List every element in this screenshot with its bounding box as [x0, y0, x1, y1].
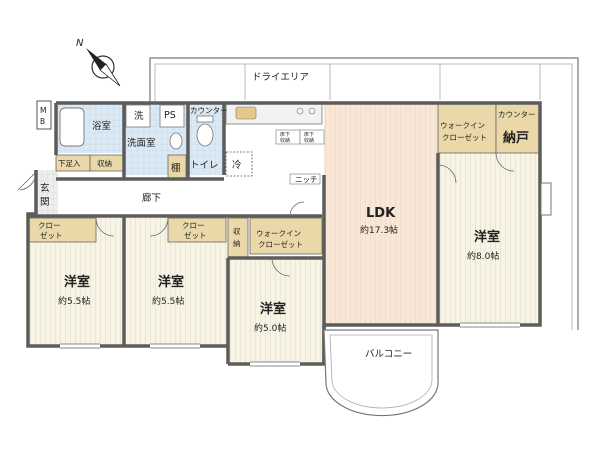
floor-storage-2-label-b: 収納: [304, 137, 314, 144]
refrigerator-label: 冷: [232, 159, 242, 171]
genkan-label-2: 関: [40, 197, 50, 208]
refrigerator-space: [225, 151, 253, 177]
walk-in-closet-1: [437, 102, 497, 154]
closet-1-label-a: クロー: [38, 221, 61, 230]
western-8-label: 洋室: [474, 229, 500, 245]
western-55a-size: 約5.5帖: [58, 295, 90, 307]
genkan-label-1: 玄: [40, 182, 50, 194]
toilet-tank: [196, 115, 214, 123]
shelf-label: 棚: [171, 162, 181, 174]
ldk-floor: [324, 103, 438, 325]
balcony: バルコニー: [323, 329, 439, 417]
shoe-storage-label: 下足入: [58, 159, 81, 168]
meter-box: M B: [36, 100, 52, 130]
counter-storage-label: カウンター: [498, 110, 536, 119]
nando-label: 納戸: [503, 130, 529, 146]
walk-in-closet-1-label-a: ウォークイン: [440, 121, 485, 130]
walk-in-closet-2: [249, 217, 323, 255]
ps-label: PS: [164, 110, 176, 121]
ldk-label: LDK: [366, 206, 396, 221]
compass-north-label: N: [76, 38, 84, 49]
closet-2-label-b: ゼット: [184, 230, 207, 240]
storage-mid-label-b: 納: [233, 238, 241, 248]
balcony-label: バルコニー: [365, 349, 412, 360]
toilet-label: トイレ: [190, 160, 219, 171]
stove-burner-icon: [296, 107, 304, 115]
powder-room-label: 洗面室: [127, 137, 156, 149]
bath-label: 浴室: [92, 120, 111, 132]
closet-1: [27, 217, 97, 243]
walk-in-closet-1-label-b: クローゼット: [442, 132, 487, 142]
closet-1-label-b: ゼット: [40, 230, 63, 240]
dry-area: ドライエリア: [149, 57, 579, 330]
storage-mid: [227, 217, 249, 259]
floor-storage-2-label-a: 床下: [304, 131, 314, 138]
pipe-space: [159, 104, 185, 128]
western-8-size: 約8.0帖: [467, 250, 499, 262]
toilet-icon: [196, 123, 214, 147]
floor-storage-1-label-b: 収納: [280, 137, 290, 144]
washer-space: [125, 104, 151, 128]
kitchen-sink-icon: [235, 106, 257, 120]
compass-rose-icon: N: [76, 38, 121, 87]
sink-icon: [169, 132, 183, 150]
counter-wc-label: カウンター: [190, 106, 228, 115]
stove-burner-icon: [308, 107, 316, 115]
hallway-floor: [56, 175, 324, 215]
western-55a-label: 洋室: [64, 274, 90, 290]
closet-2: [167, 217, 227, 243]
meter-box-b: B: [40, 117, 45, 126]
genkan-floor: [36, 170, 58, 214]
meter-box-m: M: [40, 106, 46, 115]
floor-storage-1-label-a: 床下: [280, 131, 290, 138]
bathtub-icon: [59, 107, 85, 147]
niche-label: ニッチ: [295, 175, 318, 184]
western-50-label: 洋室: [260, 301, 286, 317]
walk-in-closet-2-label-a: ウォークイン: [256, 229, 301, 238]
wash-label: 洗: [134, 110, 144, 122]
ldk-size: 約17.3帖: [360, 224, 398, 236]
western-55b-size: 約5.5帖: [152, 295, 184, 307]
hallway-label: 廊下: [142, 192, 161, 204]
storage-mid-label-a: 収: [233, 227, 241, 236]
western-55b-label: 洋室: [158, 274, 184, 290]
windows: [60, 182, 552, 367]
niche: [289, 173, 321, 185]
floor-storage-2: [299, 129, 325, 145]
western-50-size: 約5.0帖: [254, 322, 286, 334]
walk-in-closet-2-label-b: クローゼット: [258, 239, 303, 249]
closet-2-label-a: クロー: [182, 221, 205, 230]
western-50-floor: [228, 258, 324, 364]
doors: [17, 152, 515, 277]
entry-storage-label: 収納: [97, 158, 112, 168]
dry-area-label: ドライエリア: [252, 72, 309, 83]
